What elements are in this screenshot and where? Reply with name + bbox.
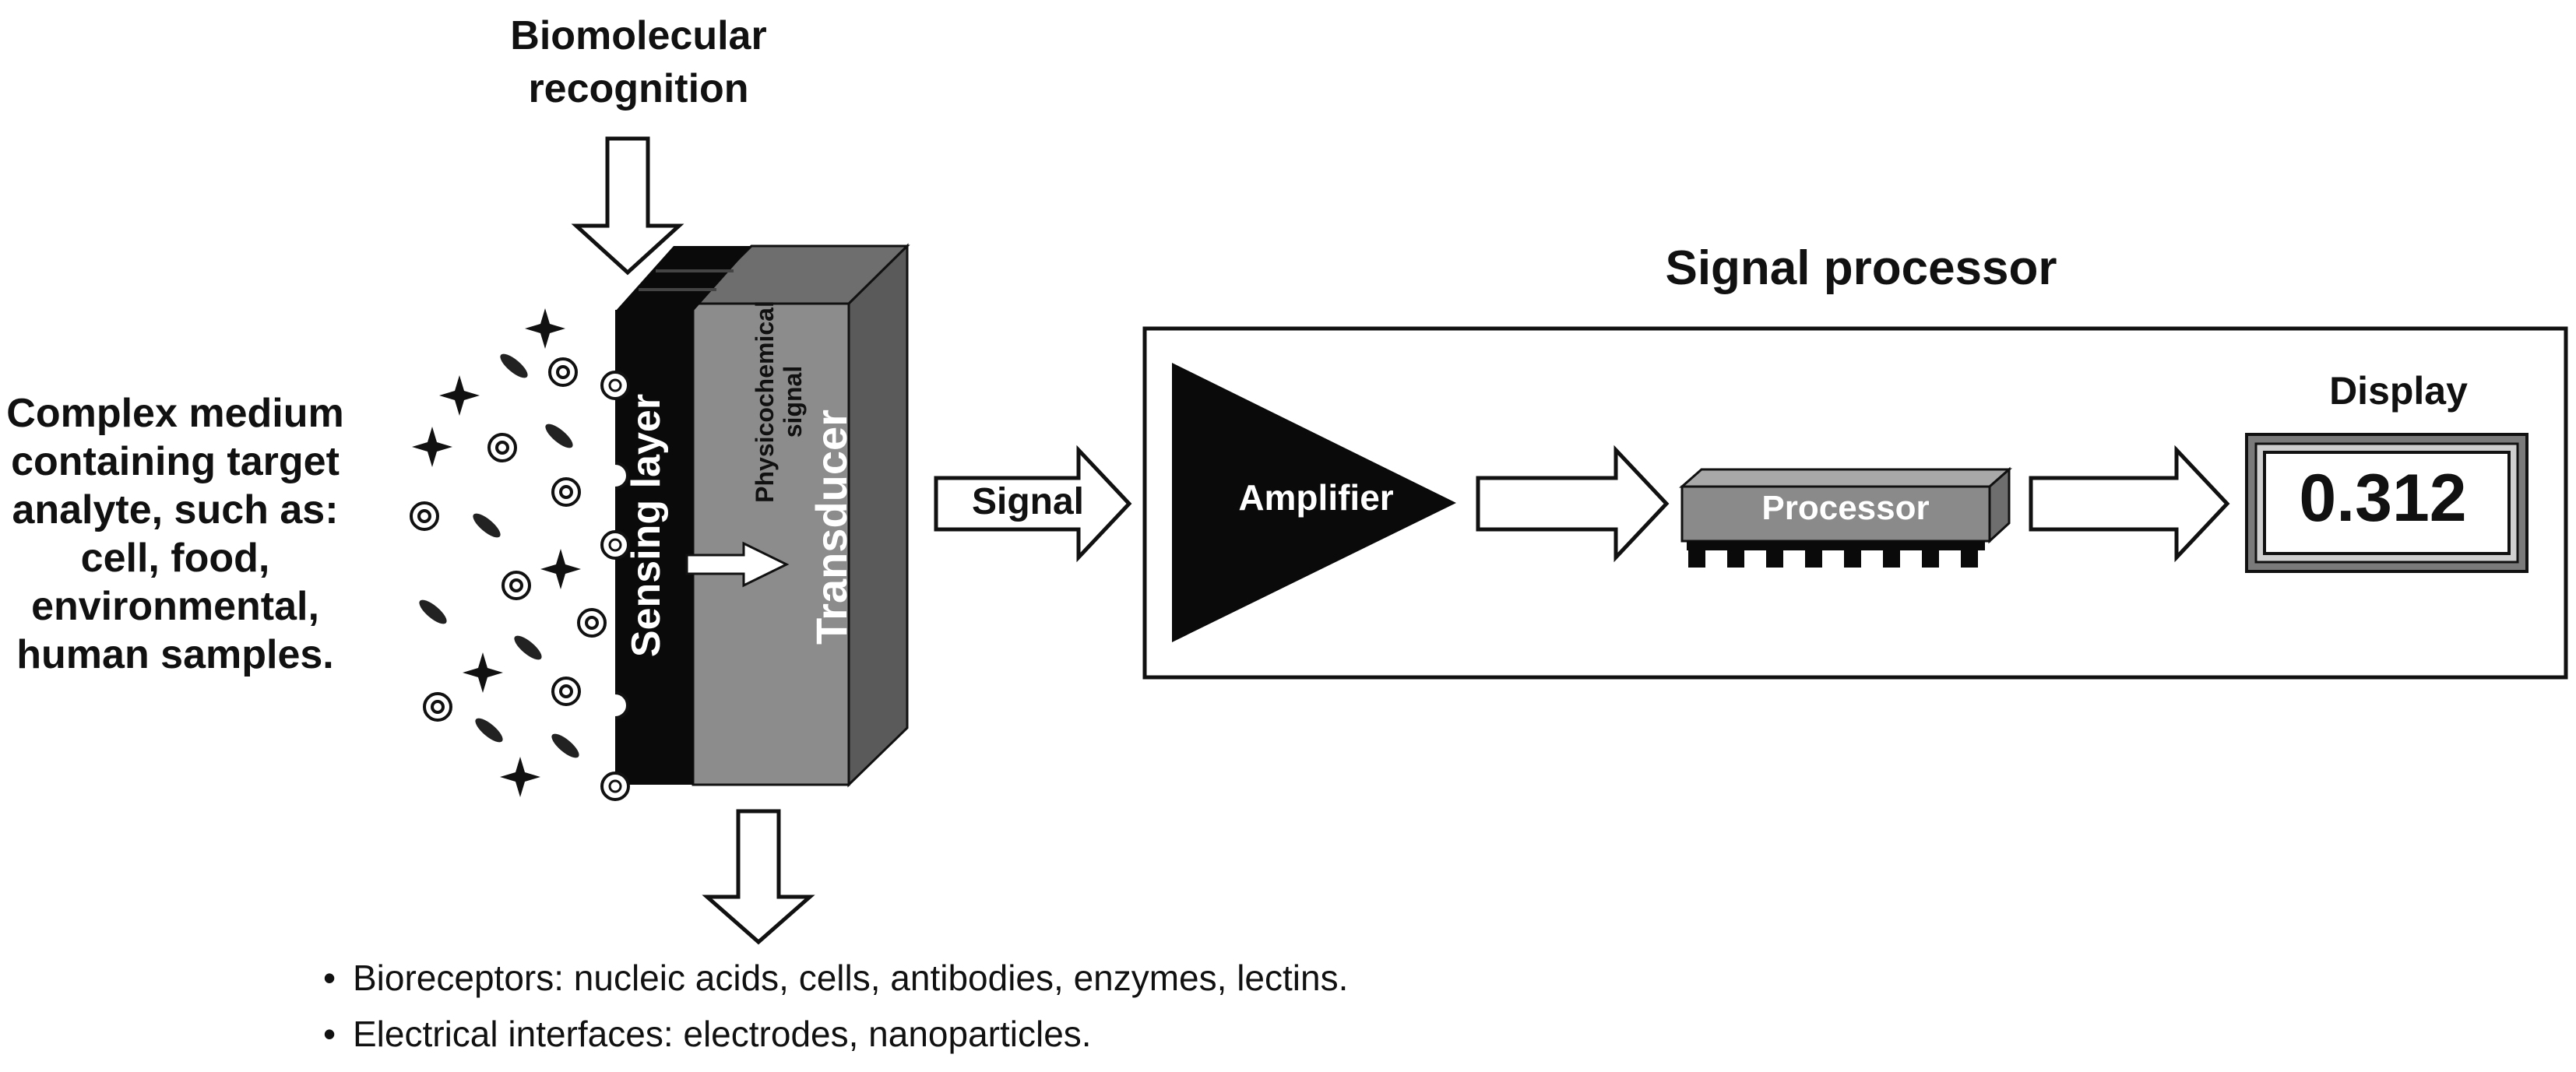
biomolecular-recognition-label: Biomolecular recognition — [444, 9, 833, 115]
leaf-shape-particle-icon — [419, 353, 579, 758]
signal-processor-title: Signal processor — [1665, 241, 2057, 295]
processor-chip — [1679, 466, 2012, 568]
biomolecular-line: Biomolecular — [510, 13, 767, 58]
complex-medium-label: Complex medium containing target analyte… — [0, 389, 350, 679]
bullet-item: • Bioreceptors: nucleic acids, cells, ant… — [323, 950, 1348, 1006]
transducer-label: Transducer — [807, 409, 856, 645]
concentric-circle-molecule-icon — [410, 357, 607, 722]
bioreceptor-arrow-icon — [702, 809, 815, 945]
medium-line: human samples. — [16, 632, 334, 677]
bullet-dot-icon: • — [323, 958, 336, 998]
recognition-line: recognition — [528, 66, 749, 111]
physicochemical-line: Physicochemical — [751, 301, 779, 503]
bioreceptors-text: Bioreceptors: nucleic acids, cells, anti… — [353, 958, 1349, 998]
receptor-sites — [614, 462, 629, 719]
medium-line: analyte, such as: — [12, 487, 339, 532]
amplifier-triangle — [1172, 363, 1456, 642]
display-title: Display — [2329, 369, 2468, 413]
medium-line: Complex medium — [6, 391, 344, 436]
medium-line: containing target — [11, 439, 340, 484]
recognition-arrow-icon — [571, 136, 684, 276]
physicochemical-signal-label: Physicochemical signal — [751, 277, 807, 526]
processor-to-display-arrow-icon — [2029, 445, 2230, 563]
signal-arrow-icon — [934, 445, 1132, 563]
electrical-interfaces-text: Electrical interfaces: electrodes, nanop… — [353, 1014, 1092, 1054]
medium-line: environmental, — [31, 584, 319, 629]
display-readout: 0.312 — [2299, 461, 2467, 536]
bullet-list: • Bioreceptors: nucleic acids, cells, ant… — [323, 950, 1348, 1062]
signal-label: Signal — [971, 481, 1085, 522]
bound-molecules — [600, 371, 630, 801]
display-frame — [2245, 433, 2528, 573]
star-particle-icon — [412, 308, 581, 797]
physicochemical-arrow-icon — [685, 541, 790, 588]
medium-line: cell, food, — [80, 536, 270, 581]
sensing-layer-label: Sensing layer — [624, 393, 669, 658]
processor-label: Processor — [1761, 489, 1930, 527]
bullet-dot-icon: • — [323, 1014, 336, 1054]
transducer-block — [690, 243, 910, 788]
bullet-item: • Electrical interfaces: electrodes, nano… — [323, 1006, 1348, 1062]
amp-to-processor-arrow-icon — [1476, 445, 1670, 563]
amplifier-label: Amplifier — [1238, 477, 1394, 518]
signal-line: signal — [779, 365, 807, 438]
